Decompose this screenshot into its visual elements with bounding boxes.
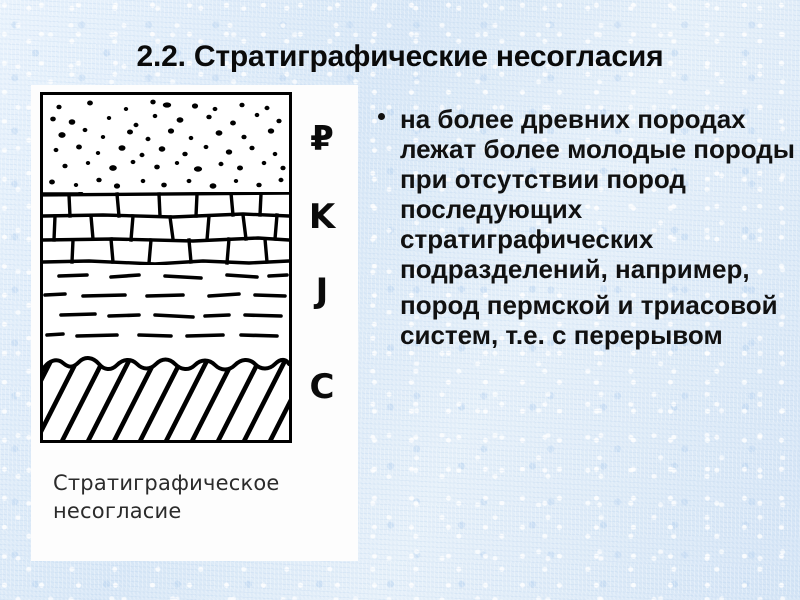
hatched-basement-icon (43, 355, 289, 440)
unconformity-surface (43, 356, 289, 372)
limestone-bricks-icon (43, 192, 289, 265)
bullet-item-1-text: на более древних породах лежат более мол… (400, 104, 796, 285)
bullet-item-1: на более древних породах лежат более мол… (372, 104, 796, 284)
layer-carboniferous (43, 355, 289, 440)
conglomerate-dots-icon (43, 95, 289, 192)
bullet-dot-icon (378, 113, 385, 120)
page-title: 2.2. Стратиграфические несогласия (136, 40, 664, 73)
shale-dashes-icon (43, 265, 289, 355)
stratigraphic-column (40, 92, 292, 443)
era-label-column: ₽ K J C (299, 92, 351, 443)
era-label-jurassic: J (315, 271, 329, 311)
era-label-paleogene: ₽ (310, 119, 334, 159)
stratigraphic-figure-panel: ₽ K J C Стратиграфическое несогласие (31, 85, 358, 561)
era-label-carboniferous: C (309, 367, 335, 407)
body-text-block: на более древних породах лежат более мол… (372, 104, 796, 350)
era-label-cretaceous: K (308, 197, 336, 237)
layer-jurassic (43, 265, 289, 355)
bullet-item-2-text: пород пермской и триасовой систем, т.е. … (400, 290, 778, 351)
layer-cretaceous (43, 192, 289, 265)
layer-paleogene (43, 95, 289, 192)
bullet-item-2: пород пермской и триасовой систем, т.е. … (372, 290, 796, 350)
figure-caption: Стратиграфическое несогласие (53, 471, 280, 523)
